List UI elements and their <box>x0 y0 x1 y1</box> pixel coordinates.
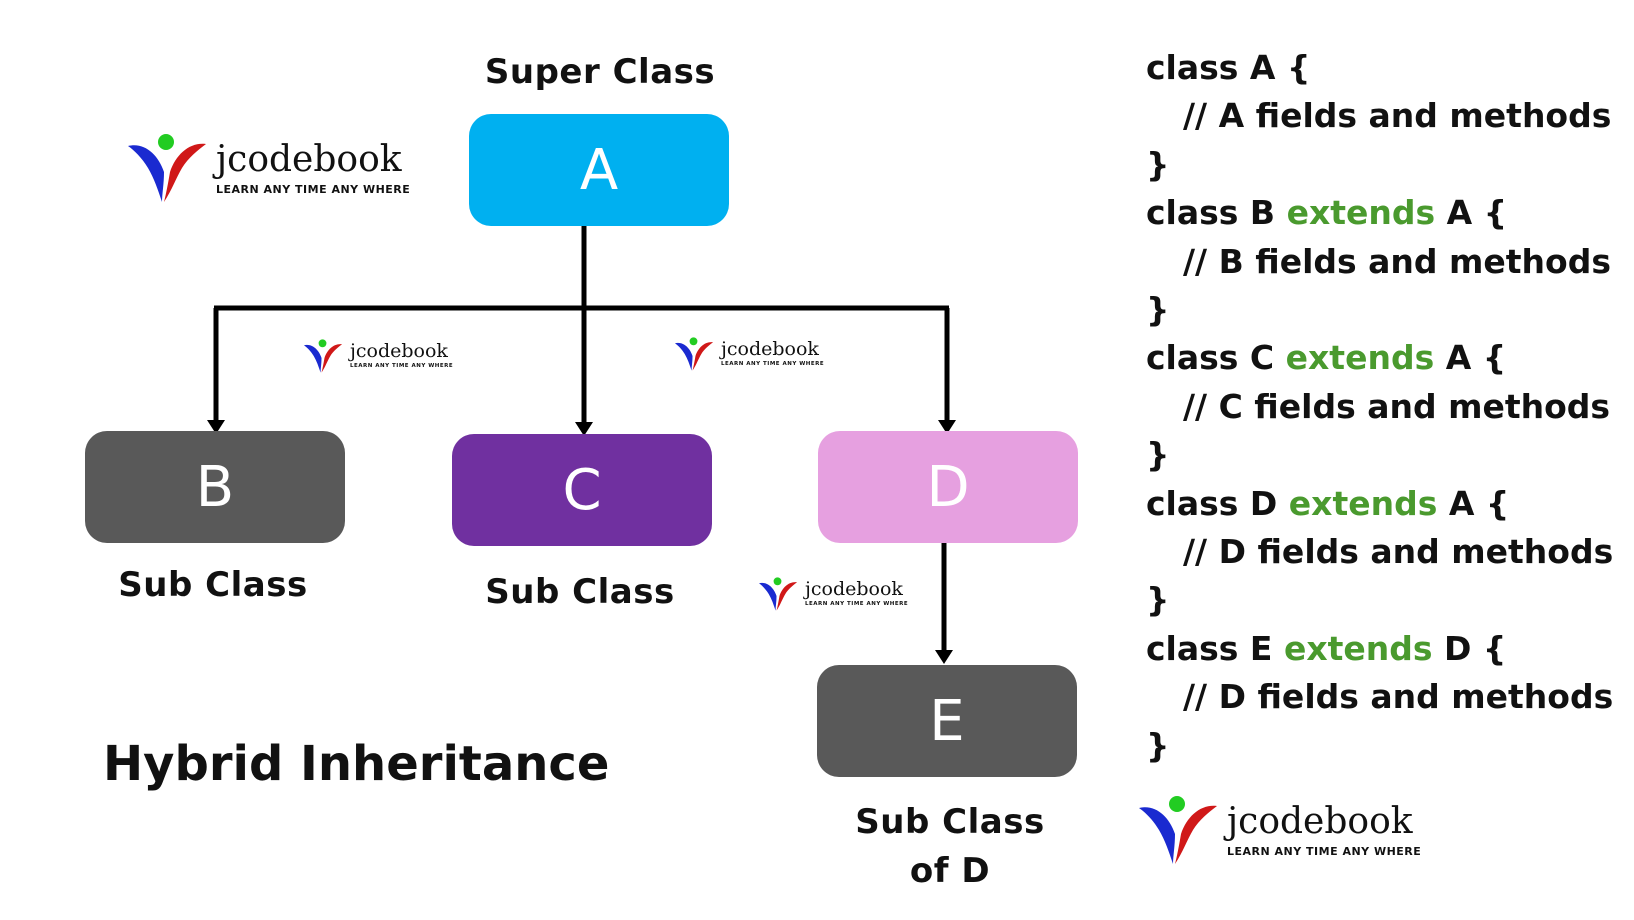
logo-figure-icon <box>1139 796 1217 864</box>
logo-name: jcodebook <box>1227 800 1413 842</box>
logo-tagline: LEARN ANY TIME ANY WHERE <box>216 182 411 196</box>
code-line: // B fields and methods <box>1183 242 1611 281</box>
logo-figure-icon <box>674 337 714 371</box>
code-line: } <box>1146 726 1170 765</box>
code-keyword-extends: extends <box>1288 483 1438 523</box>
code-text: // A fields and methods <box>1183 96 1612 136</box>
code-text: class D <box>1146 483 1289 523</box>
code-keyword-extends: extends <box>1286 193 1436 233</box>
logo-small-right: jcodebook LEARN ANY TIME ANY WHERE <box>757 576 908 612</box>
node-e: E <box>817 665 1077 777</box>
code-line: } <box>1146 580 1170 619</box>
logo-small-left: jcodebook LEARN ANY TIME ANY WHERE <box>302 338 453 374</box>
code-text: } <box>1146 435 1170 475</box>
arrow-to-c <box>575 422 593 436</box>
logo-tagline: LEARN ANY TIME ANY WHERE <box>350 363 454 370</box>
code-text: A { <box>1434 338 1507 378</box>
code-line: class D extends A { <box>1146 484 1509 523</box>
logo-name: jcodebook <box>721 338 819 361</box>
code-line: // C fields and methods <box>1183 387 1610 426</box>
caption-super-class: Super Class <box>484 52 716 92</box>
node-a-letter: A <box>579 137 619 203</box>
code-text: // B fields and methods <box>1183 241 1611 281</box>
code-line: class C extends A { <box>1146 338 1506 377</box>
logo-name: jcodebook <box>216 138 402 180</box>
node-d: D <box>818 431 1078 543</box>
code-text: } <box>1146 580 1170 620</box>
node-e-letter: E <box>929 688 965 754</box>
logo-name: jcodebook <box>805 578 903 601</box>
logo-name: jcodebook <box>350 340 448 363</box>
logo-figure-icon <box>303 339 343 373</box>
node-c: C <box>452 434 712 546</box>
code-text: class C <box>1146 338 1286 378</box>
caption-e-line1: Sub Class <box>855 802 1045 842</box>
code-keyword-extends: extends <box>1283 628 1433 668</box>
logo-figure-icon <box>128 134 206 202</box>
code-line: } <box>1146 435 1170 474</box>
code-text: class B <box>1146 193 1287 233</box>
logo-large-top-left: jcodebook LEARN ANY TIME ANY WHERE <box>124 132 410 204</box>
node-c-letter: C <box>562 457 602 523</box>
code-line: } <box>1146 145 1170 184</box>
code-text: // D fields and methods <box>1183 532 1614 571</box>
code-keyword-extends: extends <box>1285 338 1435 378</box>
logo-small-center: jcodebook LEARN ANY TIME ANY WHERE <box>673 336 824 372</box>
code-text: } <box>1146 725 1170 765</box>
caption-sub-class-of-d: Sub Class of D <box>820 798 1080 896</box>
code-line: class B extends A { <box>1146 193 1507 232</box>
code-text: // D fields and methods <box>1183 677 1614 717</box>
caption-sub-class-c: Sub Class <box>485 572 675 612</box>
code-line: // D fields and methods <box>1183 532 1613 571</box>
arrow-to-d <box>938 420 956 434</box>
code-text: A { <box>1437 483 1510 523</box>
node-d-letter: D <box>926 454 970 520</box>
arrow-to-e <box>935 650 953 664</box>
code-text: D { <box>1432 628 1507 668</box>
code-line: class E extends D { <box>1146 629 1506 668</box>
node-b: B <box>85 431 345 543</box>
code-text: // C fields and methods <box>1183 386 1611 426</box>
logo-tagline: LEARN ANY TIME ANY WHERE <box>721 361 825 368</box>
code-line: // A fields and methods <box>1183 96 1611 135</box>
code-text: A { <box>1435 193 1508 233</box>
logo-figure-icon <box>758 577 798 611</box>
arrow-to-b <box>207 420 225 434</box>
code-text: } <box>1146 290 1170 329</box>
logo-tagline: LEARN ANY TIME ANY WHERE <box>805 601 909 608</box>
code-line: } <box>1146 290 1170 329</box>
code-text: class E <box>1146 628 1284 668</box>
caption-e-line2: of D <box>909 851 991 891</box>
node-b-letter: B <box>195 454 235 520</box>
diagram-title: Hybrid Inheritance <box>103 736 610 792</box>
code-line: // D fields and methods <box>1183 677 1613 716</box>
logo-large-bottom-right: jcodebook LEARN ANY TIME ANY WHERE <box>1135 794 1421 866</box>
code-text: } <box>1146 144 1170 184</box>
logo-tagline: LEARN ANY TIME ANY WHERE <box>1227 844 1422 858</box>
node-a: A <box>469 114 729 226</box>
code-text: class A { <box>1146 48 1311 87</box>
caption-sub-class-b: Sub Class <box>118 565 308 605</box>
code-line: class A { <box>1146 48 1310 87</box>
